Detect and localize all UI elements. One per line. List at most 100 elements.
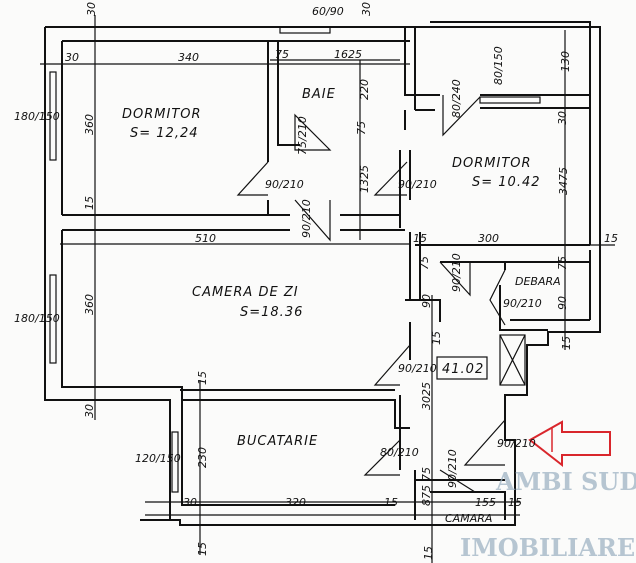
svg-text:90/210: 90/210 [503,297,542,310]
svg-text:15: 15 [430,331,443,345]
door-hall1 [294,199,331,242]
svg-text:875: 875 [420,485,433,506]
svg-text:30: 30 [83,404,96,418]
wall-dormitor2 [415,94,590,263]
svg-text:75/210: 75/210 [296,116,309,155]
dimension-labels: 30 30 340 75 1625 60/90 30 220 75 1325 3… [65,2,618,560]
svg-text:80/210: 80/210 [380,446,419,459]
inner-wall-line [61,21,591,506]
room-area-camera-de-zi: S=18.36 [240,305,303,320]
room-name-bucatarie: BUCATARIE [237,434,318,449]
svg-text:15: 15 [83,196,96,210]
room-name-camara: CAMARA [445,512,492,525]
window-bucatarie [171,431,179,493]
svg-text:90/210: 90/210 [398,178,437,191]
room-name-debara: DEBARA [515,275,561,288]
svg-text:75: 75 [275,48,289,61]
svg-text:15: 15 [604,232,618,245]
svg-text:60/90: 60/90 [312,5,344,18]
svg-text:75: 75 [420,467,433,481]
wall-hall [399,27,441,520]
svg-text:230: 230 [196,447,209,468]
window-camera [49,274,57,364]
svg-text:155: 155 [475,496,496,509]
svg-text:15: 15 [196,542,209,556]
svg-text:180/150: 180/150 [14,110,60,123]
svg-text:90/210: 90/210 [446,449,459,488]
svg-text:80/150: 80/150 [492,46,505,85]
total-area-box [436,356,488,380]
window-labels: 180/150 180/150 120/150 80/150 [14,46,505,465]
svg-text:1325: 1325 [358,165,371,193]
wall-dormitor-camera [62,214,405,231]
svg-text:90/210: 90/210 [450,253,463,292]
dimension-lines [40,15,615,563]
room-area-dormitor1: S= 12,24 [130,126,199,141]
svg-text:320: 320 [285,496,306,509]
door-camara [439,469,478,493]
door-baie [294,113,332,151]
svg-text:3025: 3025 [420,382,433,410]
svg-text:300: 300 [478,232,499,245]
svg-text:75: 75 [355,121,368,135]
window-dormitor2 [479,96,541,104]
room-name-dormitor2: DORMITOR [452,156,532,171]
svg-text:15: 15 [413,232,427,245]
svg-text:90/210: 90/210 [398,362,437,375]
svg-text:360: 360 [83,114,96,135]
door-bucatarie [363,439,401,476]
ventilation-shaft [499,334,526,386]
svg-text:1625: 1625 [334,48,362,61]
outer-wall [44,26,601,526]
svg-text:340: 340 [178,51,199,64]
watermark-line2: IMOBILIARE [460,533,635,562]
svg-text:30: 30 [85,2,98,16]
svg-text:90/210: 90/210 [265,178,304,191]
room-area-dormitor2: S= 10.42 [472,175,541,190]
svg-text:15: 15 [422,546,435,560]
entrance-arrow-icon [528,420,611,468]
room-name-dormitor1: DORMITOR [122,107,202,122]
svg-text:180/150: 180/150 [14,312,60,325]
svg-text:220: 220 [358,79,371,100]
door-camera [439,261,471,297]
wall-debara [499,262,590,331]
door-entrance [463,419,506,466]
svg-text:90: 90 [420,294,433,308]
svg-text:30: 30 [556,111,569,125]
door-dormitor2 [373,161,408,196]
svg-text:360: 360 [83,294,96,315]
svg-text:90/210: 90/210 [300,199,313,238]
room-name-baie: BAIE [302,87,336,102]
room-name-camera-de-zi: CAMERA DE ZI [192,285,299,300]
window-baie [279,26,331,34]
svg-text:15: 15 [196,371,209,385]
svg-text:15: 15 [384,496,398,509]
wall-bucatarie [180,389,410,429]
door-hall2 [373,344,411,386]
svg-text:30: 30 [360,2,373,16]
svg-text:3475: 3475 [557,167,570,195]
svg-text:75: 75 [556,256,569,270]
svg-text:75: 75 [418,256,431,270]
svg-text:30: 30 [65,51,79,64]
door-dormitor1 [236,161,269,196]
door-labels: 75/210 90/210 90/210 90/210 80/240 90/21… [265,79,542,488]
watermark-line1: AMBI SUD [495,467,636,496]
svg-text:90/210: 90/210 [497,437,536,450]
svg-text:30: 30 [183,496,197,509]
window-dormitor1 [49,71,57,161]
svg-text:15: 15 [560,336,573,350]
svg-text:90: 90 [556,296,569,310]
shaft-cross-icon [499,334,526,386]
svg-text:510: 510 [195,232,216,245]
svg-text:120/150: 120/150 [135,452,181,465]
svg-text:15: 15 [508,496,522,509]
total-area: 41.02 [442,362,484,377]
svg-text:80/240: 80/240 [450,79,463,118]
door-balcony [442,95,481,137]
door-debara [489,269,506,326]
svg-text:130: 130 [559,51,572,72]
